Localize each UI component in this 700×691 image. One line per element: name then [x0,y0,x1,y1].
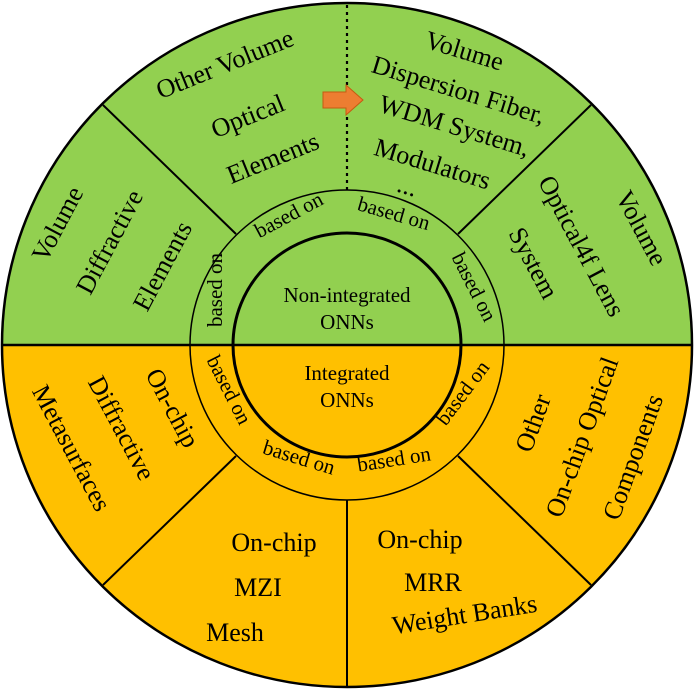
center-top-line2: ONNs [320,310,374,334]
center-bottom-line2: ONNs [320,388,374,412]
sector-label-line: MRR [404,568,462,597]
spoke-bottom-right [457,455,592,586]
spoke-bottom-left [102,455,237,586]
spoke-top-left [102,104,237,235]
center-top-line1: Non-integrated [283,283,411,307]
arrow-right-icon [322,83,364,117]
center-bottom-line1: Integrated [304,361,390,385]
sector-onchip-mzi: On-chip MZI Mesh [206,528,316,647]
based-on-label: based on [203,252,227,327]
sector-label-line: On-chip [377,525,462,554]
sector-label-line: On-chip [231,528,316,557]
sector-label-line: MZI [234,573,282,602]
spoke-top-right [457,104,592,235]
sector-label-line: Mesh [206,618,264,647]
